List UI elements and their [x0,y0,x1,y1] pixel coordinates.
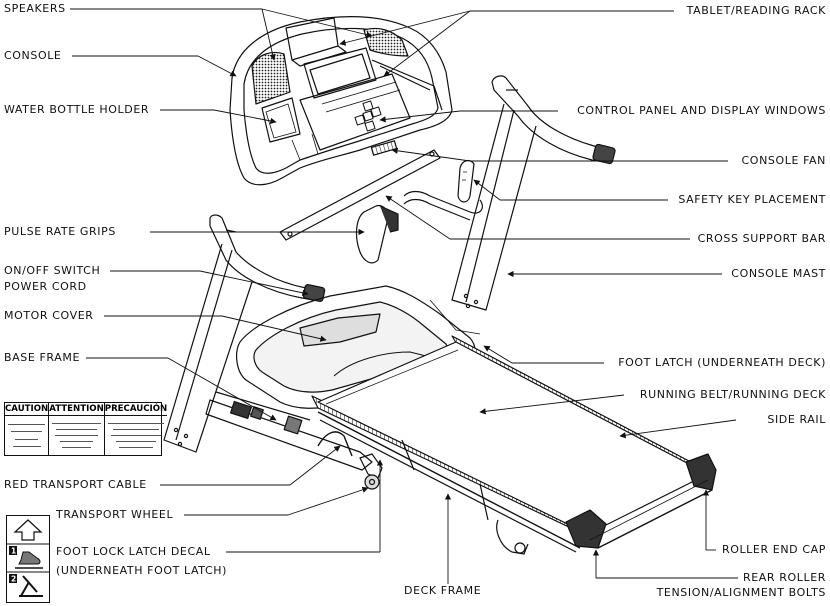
caution-heading: CAUTION [5,404,49,416]
precaucion-heading: PRECAUCIÓN [104,404,168,416]
transport-wheel-bracket [359,453,383,479]
foot-lock-decal-graphic: 1 2 [7,519,49,597]
leader-lines [70,8,738,584]
safety-key-parts [355,159,483,264]
label-tension-alignment-bolts: TENSION/ALIGNMENT BOLTS [656,586,826,599]
console-assembly [229,16,453,186]
label-console-mast: CONSOLE MAST [731,267,826,280]
label-roller-end-cap: ROLLER END CAP [721,543,826,556]
up-arrow-icon [13,519,43,541]
label-pulse-rate-grips: PULSE RATE GRIPS [4,225,116,238]
safety-key [457,159,475,203]
label-rear-roller: REAR ROLLER [742,571,826,584]
label-cross-support-bar: CROSS SUPPORT BAR [697,232,826,245]
latch-icon [19,575,43,597]
console-fan-grille [370,140,398,156]
water-bottle-holder [261,97,301,143]
left-upright [163,214,326,453]
base-frame [205,391,383,490]
tablet-rack [285,17,339,61]
label-on-off-switch: ON/OFF SWITCH [4,264,101,277]
display-window [303,47,377,99]
label-side-rail: SIDE RAIL [767,413,826,426]
transport-wheel [364,474,380,490]
foot-icon [18,551,41,565]
running-deck [311,335,717,555]
label-base-frame: BASE FRAME [4,351,80,364]
label-console-fan: CONSOLE FAN [741,154,826,167]
right-grip-end [592,143,616,165]
deck-frame [317,411,581,549]
control-buttons [354,100,382,132]
label-foot-lock-latch-decal: FOOT LOCK LATCH DECAL [56,545,211,558]
caution-decal: CAUTION ATTENTION PRECAUCIÓN [4,402,168,456]
control-panel [299,73,411,151]
step-1-number: 1 [11,547,16,556]
right-mast [451,103,537,311]
console-shell [229,16,453,186]
right-handlebar [491,75,609,163]
label-running-belt: RUNNING BELT/RUNNING DECK [639,388,826,401]
label-console: CONSOLE [4,49,62,62]
label-water-bottle-holder: WATER BOTTLE HOLDER [4,103,150,116]
label-underneath-foot-latch: (UNDERNEATH FOOT LATCH) [56,564,228,577]
red-transport-cable [317,431,353,457]
label-foot-latch: FOOT LATCH (UNDERNEATH DECK) [618,356,826,369]
label-transport-wheel: TRANSPORT WHEEL [56,508,174,521]
cross-support-bar [279,149,441,241]
left-speaker [251,51,291,105]
attention-heading: ATTENTION [49,404,104,416]
caution-column: CAUTION [5,403,50,455]
roller-end-cap-left [565,509,607,549]
label-deck-frame: DECK FRAME [404,584,482,597]
label-control-panel: CONTROL PANEL AND DISPLAY WINDOWS [577,104,826,117]
label-power-cord: POWER CORD [4,280,87,293]
label-tablet-reading-rack: TABLET/READING RACK [686,4,826,17]
left-handlebar [209,214,319,301]
label-red-transport-cable: RED TRANSPORT CABLE [4,478,147,491]
attention-column: ATTENTION [49,403,105,455]
left-mast [163,243,253,453]
label-motor-cover: MOTOR COVER [4,309,94,322]
right-upright [451,75,616,311]
label-speakers: SPEAKERS [4,2,66,15]
step-2-number: 2 [11,575,16,584]
label-safety-key-placement: SAFETY KEY PLACEMENT [678,193,826,206]
roller-end-cap-right [685,453,717,491]
precaucion-column: PRECAUCIÓN [104,403,168,455]
foot-lock-decal: 1 2 [6,515,50,603]
